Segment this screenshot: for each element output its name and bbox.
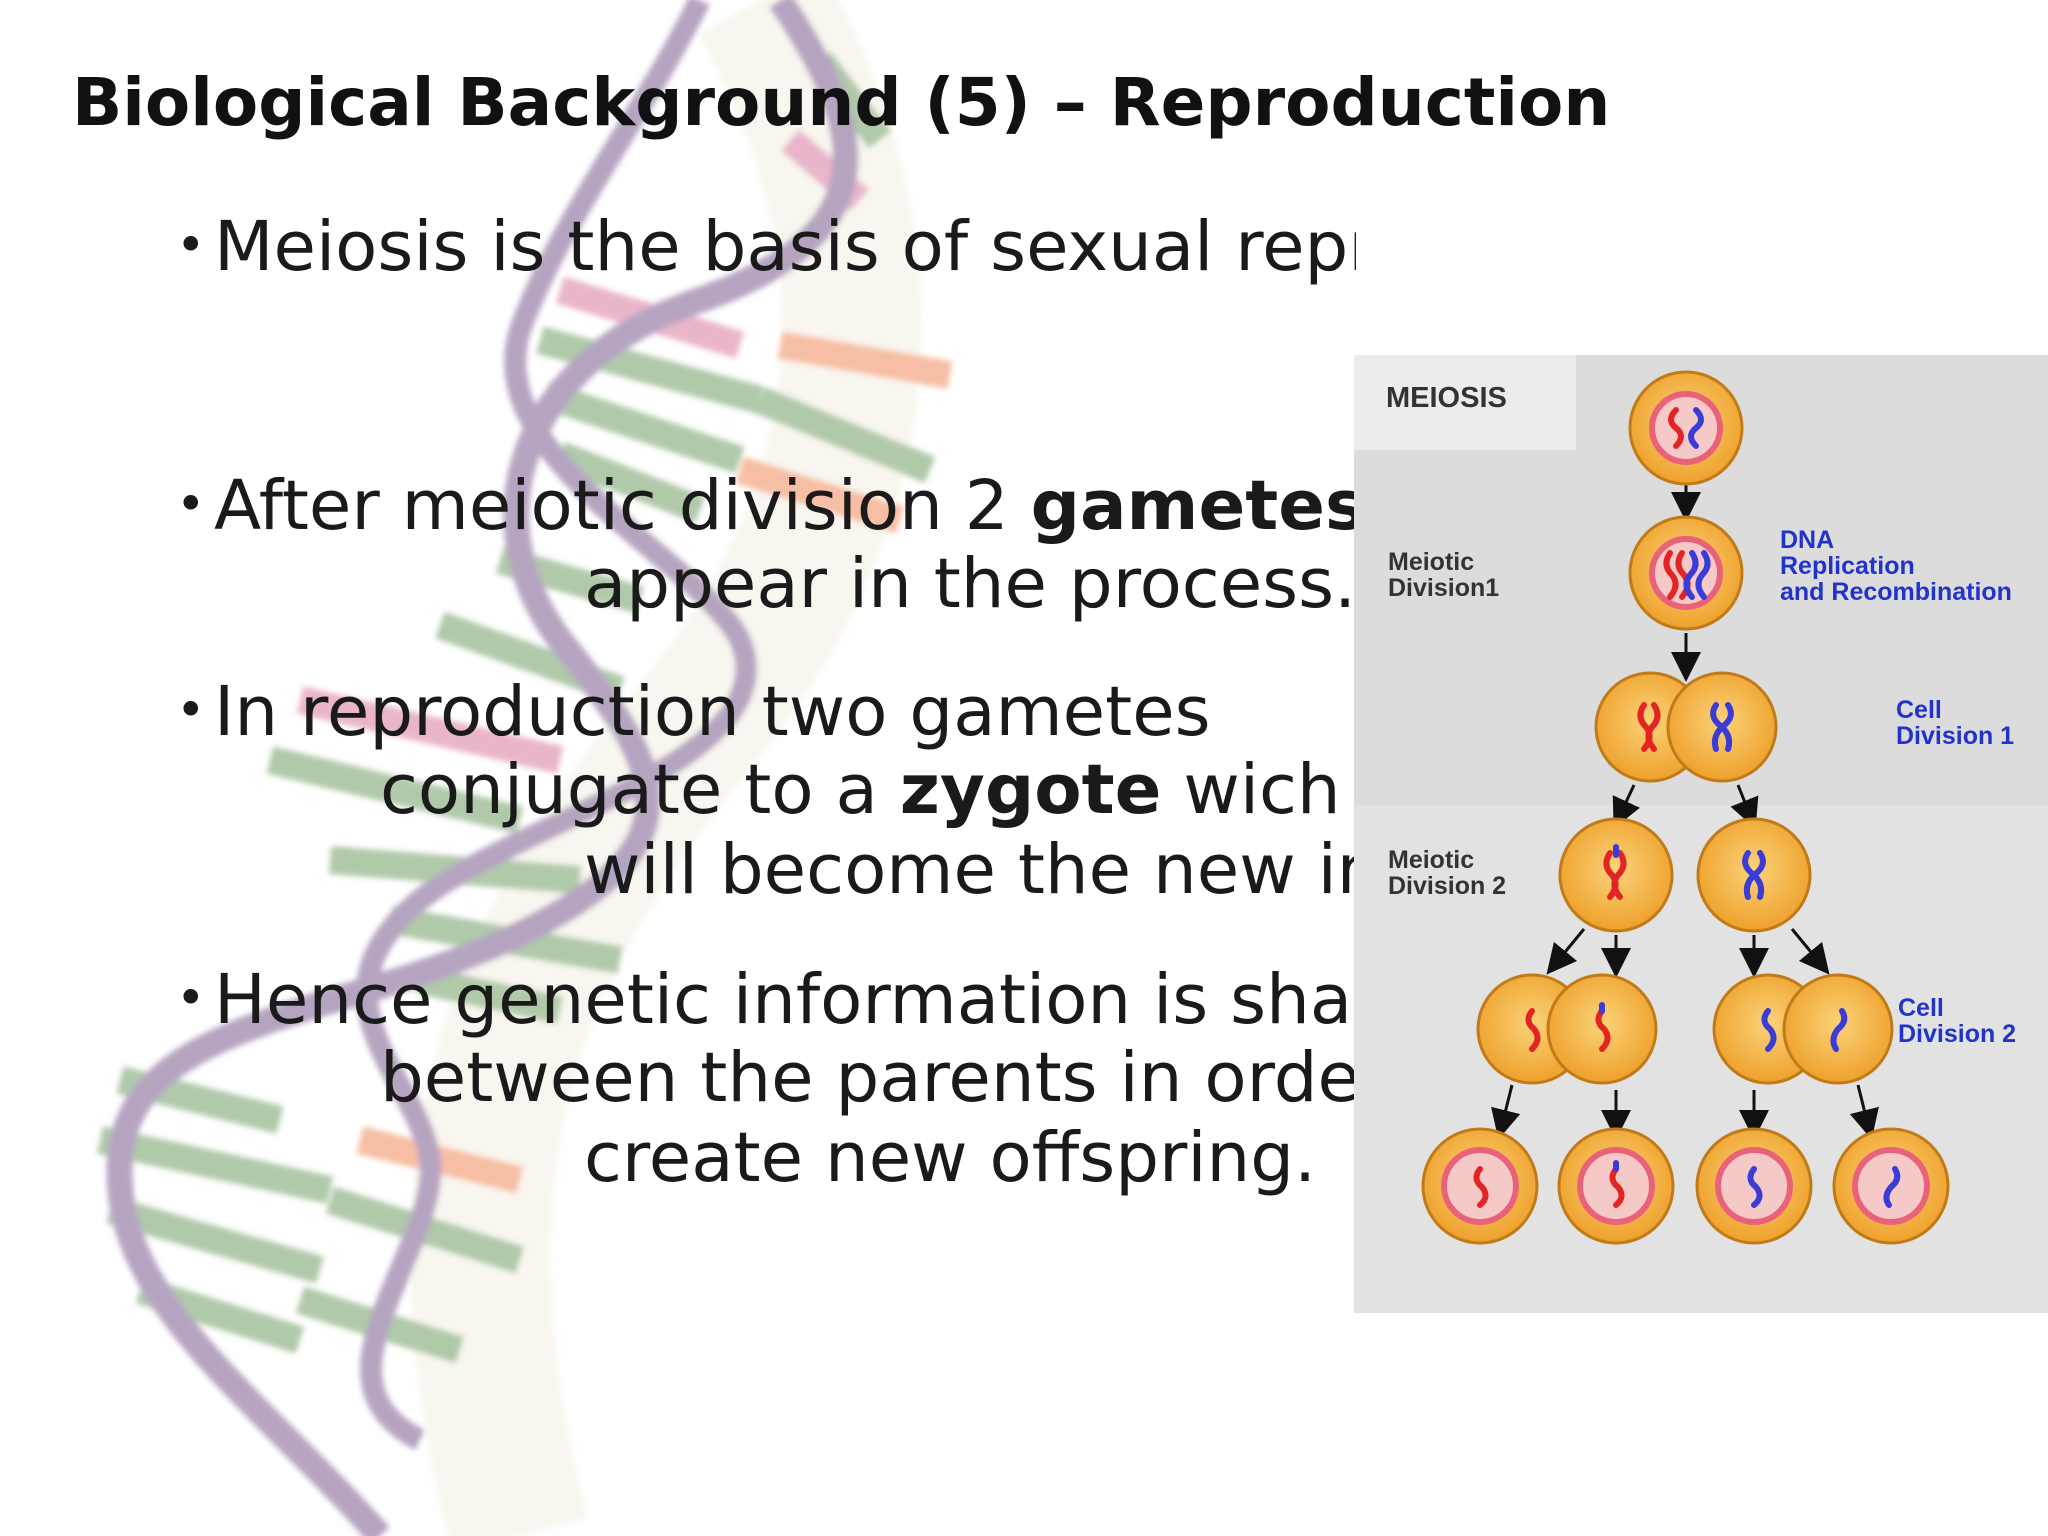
label-line: Replication (1780, 552, 1915, 580)
bullet-marker: • (176, 969, 206, 1027)
label-line: Division 2 (1388, 872, 1507, 900)
bullet-4-line-2: between the parents in order to (380, 1038, 1356, 1118)
arrow (1790, 928, 1830, 975)
cell-division-1-label: Cell Division 1 (1896, 697, 2014, 749)
parent-cell (1628, 370, 1744, 486)
bullet-3: •In reproduction two gametes (176, 670, 1211, 752)
bullet-4-text: Hence genetic information is shared (214, 960, 1356, 1040)
meiosis-flow-diagram (1421, 370, 1950, 1245)
bullet-marker: • (176, 216, 206, 274)
cell-division-2-label: Cell Division 2 (1898, 995, 2016, 1047)
bullet-1: •Meiosis is the basis of sexual reproduc… (176, 205, 1356, 287)
slide-title: Biological Background (5) – Reproduction (72, 64, 1611, 141)
arrow (1612, 784, 1640, 829)
meiotic-division-2-label: Meiotic Division 2 (1388, 847, 1506, 899)
dividing-cell-1 (1594, 671, 1778, 783)
arrow (1491, 1084, 1521, 1140)
bullet-3-line-2-pre: conjugate to a (380, 750, 900, 830)
bullet-2-text: After meiotic division 2 (214, 466, 1031, 546)
label-line: Division1 (1388, 574, 1500, 602)
flow-arrows (1491, 483, 1879, 1140)
bullet-4: •Hence genetic information is shared (176, 958, 1356, 1040)
bullet-2: •After meiotic division 2 gametes (176, 464, 1356, 546)
meiosis-diagram: MEIOSIS Meiotic Division1 DNA Replicatio… (1354, 355, 2048, 1313)
dna-helix-background (97, 0, 953, 1536)
arrow (1849, 1084, 1879, 1140)
arrow (1730, 784, 1759, 829)
bullet-1-text: Meiosis is the basis of sexual reproduct… (214, 207, 1356, 287)
bullet-3-line-2-post: wich (1161, 750, 1341, 830)
gametes-term: gametes (1030, 466, 1356, 546)
gamete-2 (1557, 1127, 1675, 1245)
gamete-3 (1695, 1127, 1813, 1245)
zygote-term: zygote (899, 750, 1162, 830)
arrow (1546, 928, 1586, 975)
gamete-1 (1421, 1127, 1539, 1245)
bullet-2-line-2: appear in the process. (584, 544, 1356, 624)
bullet-4-line-3: create new offspring. (584, 1118, 1317, 1198)
label-line: DNA (1780, 526, 1835, 554)
label-line: and Recombination (1780, 578, 2012, 606)
meiosis-heading: MEIOSIS (1386, 382, 1507, 414)
label-line: Cell (1898, 994, 1944, 1022)
label-line: Meiotic (1388, 548, 1475, 576)
bullet-marker: • (176, 475, 206, 533)
meiotic-division-1-label: Meiotic Division1 (1388, 549, 1499, 601)
replicated-cell (1628, 515, 1744, 631)
label-line: Division 2 (1898, 1020, 2017, 1048)
meiosis-heading-box (1354, 355, 1576, 450)
gamete-4 (1832, 1127, 1950, 1245)
label-line: Cell (1896, 696, 1942, 724)
daughter-cell-blue (1696, 817, 1812, 933)
dna-replication-label: DNA Replication and Recombination (1780, 527, 2012, 605)
bullet-list: •Meiosis is the basis of sexual reproduc… (176, 205, 1356, 1198)
dividing-cell-2-left (1476, 973, 1658, 1085)
bullet-marker: • (176, 681, 206, 739)
bullet-3-line-3: will become the new individual (584, 830, 1356, 910)
label-line: Division 1 (1896, 722, 2015, 750)
daughter-cell-red (1558, 817, 1674, 933)
dividing-cell-2-right (1712, 973, 1894, 1085)
label-line: Meiotic (1388, 846, 1475, 874)
bullet-3-text: In reproduction two gametes (214, 672, 1211, 752)
bullet-3-line-2: conjugate to a zygote wich (380, 750, 1341, 830)
